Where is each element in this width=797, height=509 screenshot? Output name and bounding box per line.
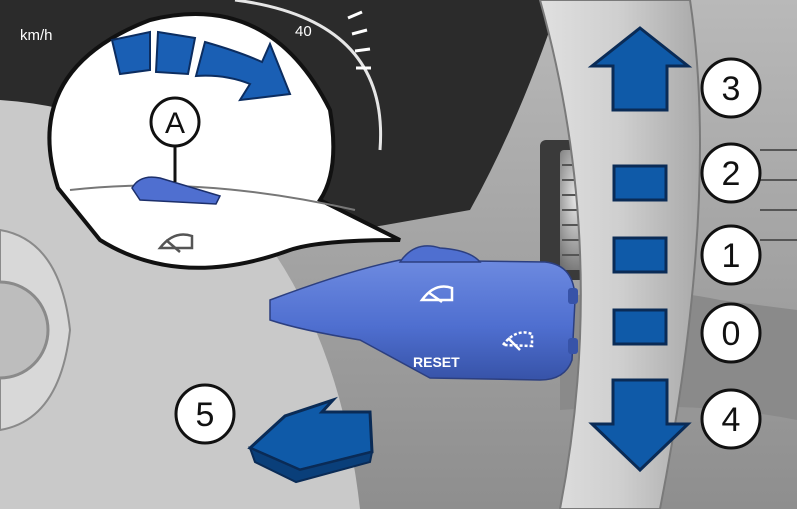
air-vent [760,149,797,241]
callout-a-circle [149,96,201,148]
detail-magnifier: A [47,12,401,270]
reset-label: RESET [413,354,460,370]
callout-5: 5 [174,383,236,445]
callout-2-label: 2 [722,155,741,193]
wiper-front-icon [419,285,454,304]
position-2-marker [612,164,668,202]
lever-tab-detail [131,176,222,205]
wiper-speed-block-1 [110,30,151,76]
callout-a-label: A [165,107,185,140]
speed-unit-label: km/h [20,27,53,44]
callout-1: 1 [700,224,762,286]
callout-1-label: 1 [722,237,741,275]
wiper-rear-icon [500,331,534,351]
callout-3-label: 3 [722,70,741,108]
callout-5-label: 5 [196,396,215,434]
callout-4-label: 4 [722,401,741,439]
callout-3: 3 [700,57,762,119]
magnifier-dash-line [69,184,356,211]
position-0-marker [612,308,668,346]
callout-0-label: 0 [722,315,741,353]
stalk-end-button-bottom [568,338,578,354]
callout-2: 2 [700,142,762,204]
callout-4: 4 [700,388,762,450]
speedometer-arc [234,0,383,151]
wiper-speed-block-2 [154,30,197,76]
speedometer-ticks [347,10,371,70]
speed-reading-label: 40 [295,23,312,40]
arrow-down [588,378,692,473]
callout-0: 0 [700,302,762,364]
horn-pad [0,280,50,380]
stalk-end-button-top [568,288,578,304]
arrow-up [587,26,693,112]
position-1-marker [612,236,668,274]
stalk-tip-rocker [398,245,482,263]
arrow-pull-shadow [248,446,374,484]
wiper-speed-arrow [194,40,292,102]
wiper-lever-icon [157,233,194,253]
wiper-stalk [269,259,576,381]
